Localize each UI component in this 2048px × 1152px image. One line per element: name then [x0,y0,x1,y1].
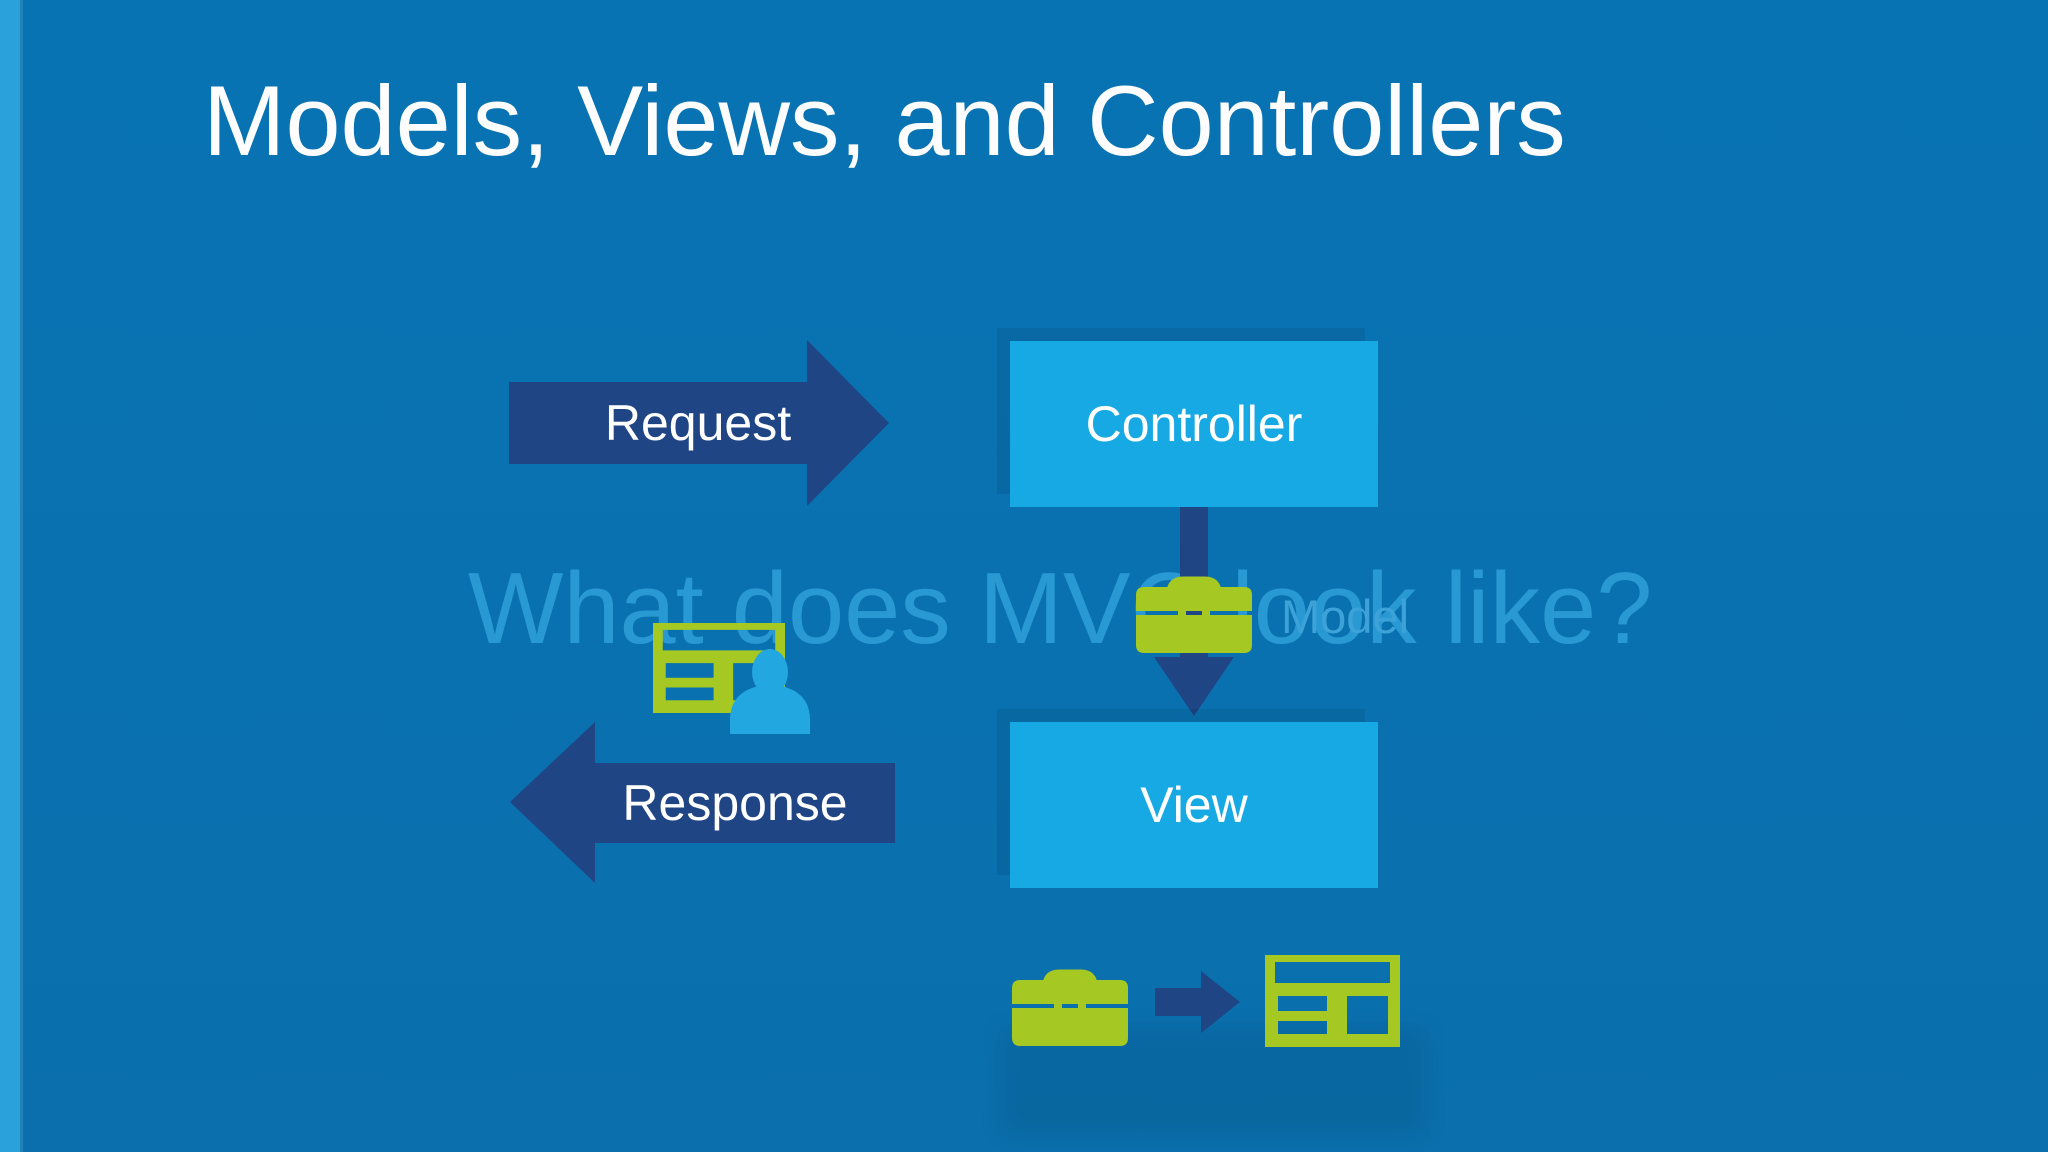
briefcase-icon [1012,954,1128,1048]
model-label: Model [1281,590,1410,643]
controller-label: Controller [1085,396,1303,452]
arrow-left-icon [510,722,895,883]
form-icon [653,623,785,713]
briefcase-icon [1136,563,1252,653]
request-label: Request [604,395,792,451]
form-icon [1265,955,1400,1047]
watermark-text: What does MVC look like? [468,553,1653,665]
response-label: Response [622,775,848,831]
controller-box: Controller [1010,341,1378,507]
slide-title: Models, Views, and Controllers [203,65,1566,176]
user-icon [726,646,814,734]
arrow-right-icon [1155,971,1240,1033]
request-arrow: Request [509,340,889,506]
accent-stripe [0,0,23,1152]
view-label: View [1140,777,1248,833]
response-arrow: Response [510,722,895,883]
arrow-right-icon [509,340,889,506]
view-box: View [1010,722,1378,888]
